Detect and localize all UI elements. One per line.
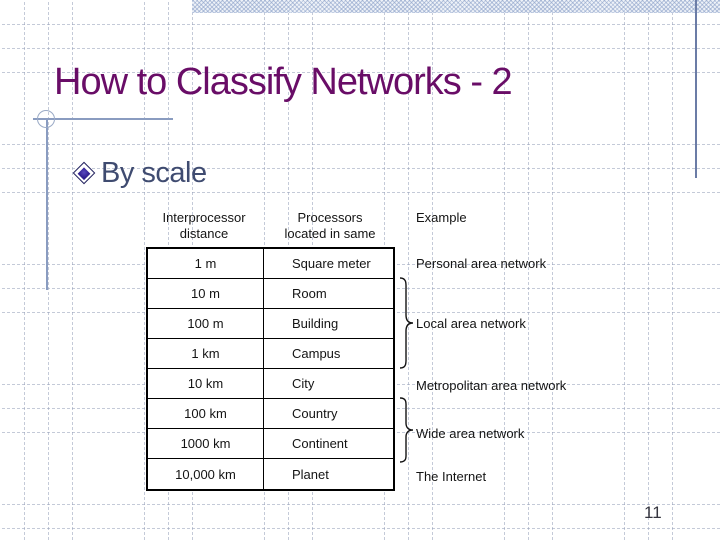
cell-location: Country (292, 406, 338, 421)
table-row: 1 m Square meter (148, 249, 393, 279)
cell-location: Room (292, 286, 327, 301)
left-accent-line (46, 119, 48, 290)
lan-brace-icon (399, 277, 414, 369)
example-label-internet: The Internet (416, 469, 487, 484)
example-label-wan: Wide area network (416, 426, 525, 441)
table-row: 10,000 km Planet (148, 459, 393, 489)
column-header-interprocessor-distance: Interprocessor distance (162, 210, 246, 241)
cell-location: Building (292, 316, 339, 331)
column-header-processors-located: Processors located in same (284, 210, 376, 241)
cell-distance: 10 km (148, 369, 264, 398)
cell-distance: 1 m (148, 249, 264, 278)
bullet-item: By scale (72, 155, 207, 191)
title-underline (33, 118, 173, 120)
table-row: 100 km Country (148, 399, 393, 429)
example-label-pan: Personal area network (416, 256, 547, 271)
page-title: How to Classify Networks - 2 (54, 61, 513, 103)
cell-location: Continent (292, 436, 348, 451)
example-label-lan: Local area network (416, 316, 526, 331)
table-row: 1 km Campus (148, 339, 393, 369)
underline-circle-icon (37, 110, 55, 128)
cell-distance: 100 km (148, 399, 264, 428)
right-edge-accent-line (695, 0, 697, 178)
cell-distance: 100 m (148, 309, 264, 338)
scale-table: 1 m Square meter 10 m Room 100 m Buildin… (146, 247, 395, 491)
table-row: 10 m Room (148, 279, 393, 309)
cell-location: City (292, 376, 315, 391)
cell-location: Planet (292, 466, 329, 482)
diamond-bullet-icon (72, 161, 96, 185)
page-number: 11 (644, 503, 662, 522)
cell-distance: 10,000 km (148, 459, 264, 489)
cell-distance: 1000 km (148, 429, 264, 458)
cell-distance: 1 km (148, 339, 264, 368)
table-row: 10 km City (148, 369, 393, 399)
top-hatch-bar (192, 0, 720, 13)
table-row: 1000 km Continent (148, 429, 393, 459)
column-header-example: Example (416, 210, 467, 225)
example-label-man: Metropolitan area network (416, 378, 567, 393)
cell-location: Square meter (292, 256, 371, 271)
cell-location: Campus (292, 346, 341, 361)
cell-distance: 10 m (148, 279, 264, 308)
table-row: 100 m Building (148, 309, 393, 339)
bullet-label: By scale (101, 156, 207, 189)
wan-brace-icon (399, 397, 414, 463)
